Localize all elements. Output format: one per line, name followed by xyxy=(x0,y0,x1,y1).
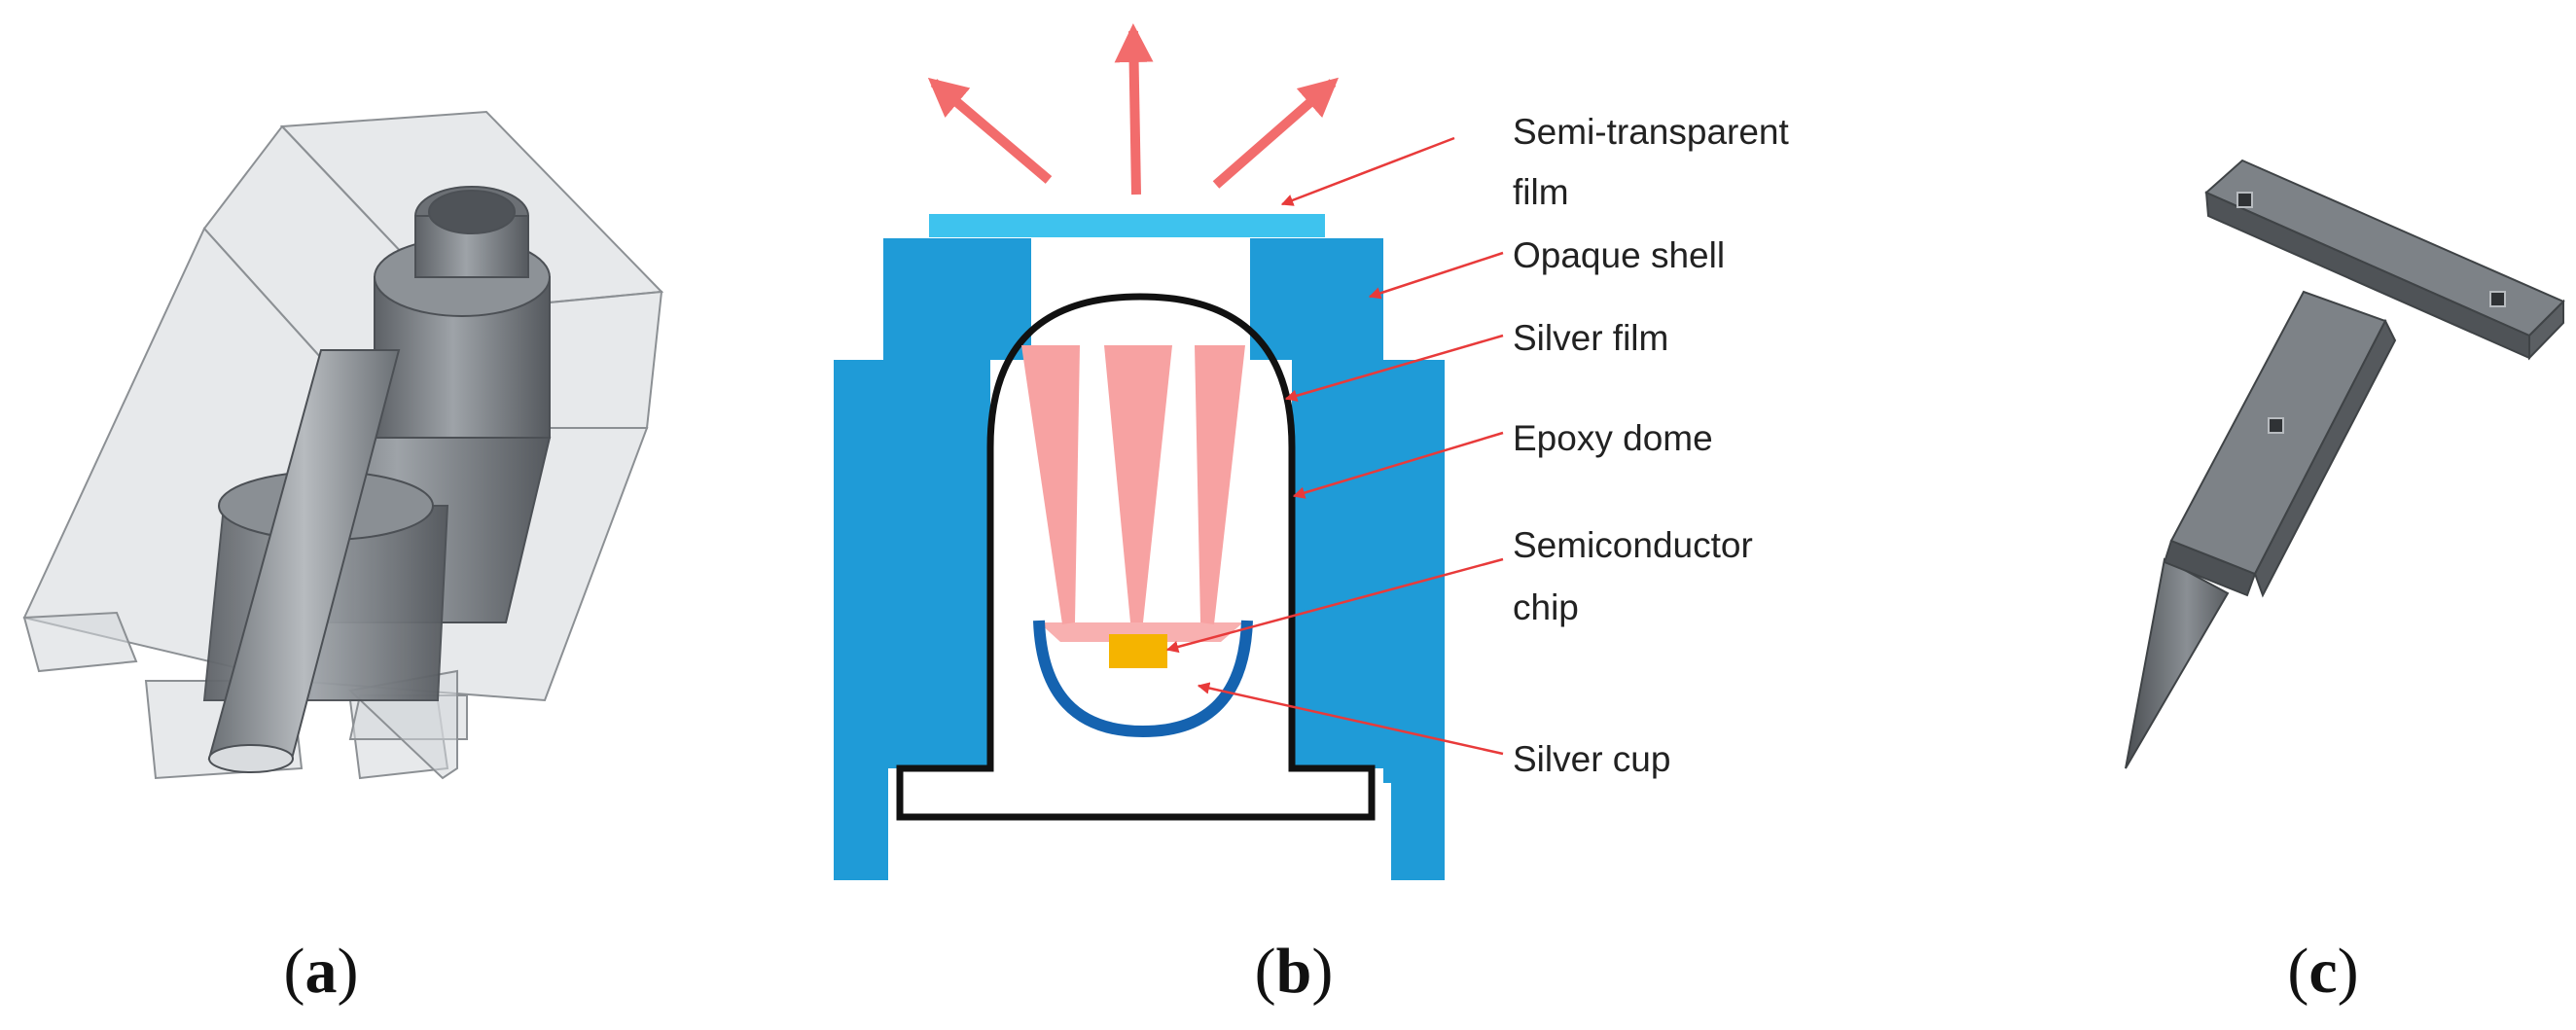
mounting-hole-1 xyxy=(2236,192,2253,208)
emission-arrow-center xyxy=(1114,23,1154,195)
label-semiconductor-chip: Semiconductor chip xyxy=(1513,525,1763,627)
panel-c-t-probe xyxy=(2125,159,2565,769)
light-beam-reflect xyxy=(1039,622,1243,642)
label-epoxy-dome: Epoxy dome xyxy=(1513,418,1713,458)
callout-labels: Semi-transparent film Opaque shell Silve… xyxy=(1513,112,1799,779)
probe-bar-top xyxy=(2204,159,2565,337)
mounting-hole-3 xyxy=(2268,417,2284,434)
inner-cylinder xyxy=(202,186,552,773)
silver-cup xyxy=(1033,620,1253,738)
probe-bar-end xyxy=(2528,299,2564,361)
probe-tip-cone xyxy=(2125,557,2230,769)
panel-label-b: (b) xyxy=(1255,936,1334,1007)
leader-semi-transparent-film xyxy=(1280,136,1455,206)
leader-silver-cup xyxy=(1197,682,1504,756)
light-beams xyxy=(1021,345,1245,642)
light-beam-center xyxy=(1104,345,1172,622)
callout-leaders xyxy=(1165,136,1504,756)
panel-a-holder-model xyxy=(22,110,664,780)
emission-arrow-left xyxy=(927,77,1053,184)
panel-b-led-cross-section xyxy=(834,23,1445,880)
emission-arrow-right xyxy=(1212,77,1340,189)
mounting-hole-2 xyxy=(2489,291,2506,307)
light-beam-left xyxy=(1021,345,1080,624)
leader-epoxy-dome xyxy=(1292,431,1504,499)
probe-stem-face xyxy=(2253,318,2397,598)
semiconductor-chip xyxy=(1109,634,1167,668)
leader-silver-film xyxy=(1284,334,1504,402)
semi-transparent-film xyxy=(929,214,1325,237)
label-silver-cup: Silver cup xyxy=(1513,739,1670,779)
mounting-holes xyxy=(2236,192,2506,434)
label-silver-film: Silver film xyxy=(1513,318,1668,358)
label-opaque-shell: Opaque shell xyxy=(1513,235,1725,275)
panel-label-c: (c) xyxy=(2287,936,2358,1007)
emission-arrows xyxy=(927,23,1340,195)
light-beam-right xyxy=(1195,345,1245,624)
leader-semiconductor-chip xyxy=(1165,557,1504,654)
epoxy-dome-outline xyxy=(896,293,1376,821)
panel-label-a: (a) xyxy=(284,936,359,1007)
label-semi-transparent-film: Semi-transparent film xyxy=(1513,112,1799,212)
leader-opaque-shell xyxy=(1368,251,1504,300)
